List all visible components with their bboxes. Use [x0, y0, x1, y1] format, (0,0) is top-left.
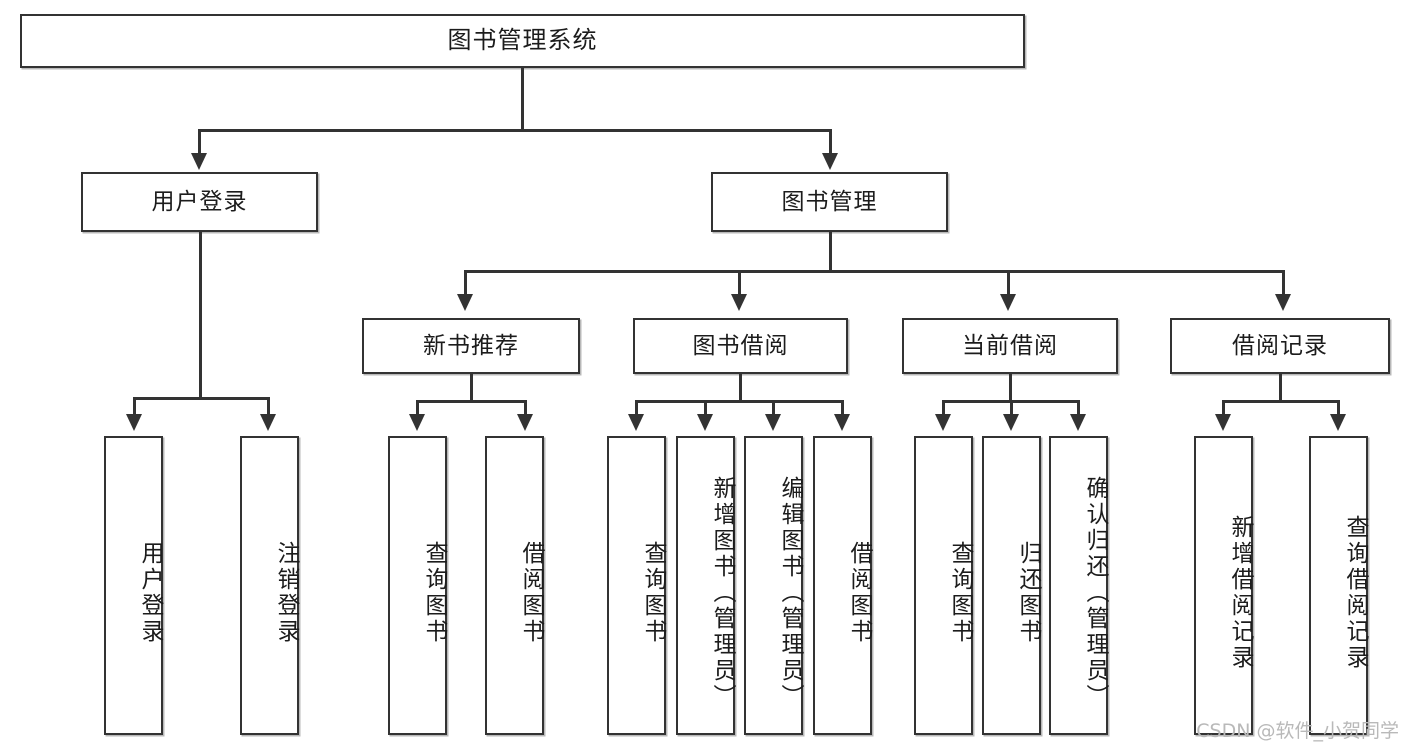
arrowhead-leaf-user-login	[126, 414, 142, 431]
node-book-manage[interactable]: 图书管理	[711, 172, 948, 232]
connector-bm-drop-3	[1007, 270, 1010, 298]
node-leaf-add-record-label: 新增借阅记录	[1227, 514, 1253, 671]
arrowhead-leaf-add-record	[1215, 414, 1231, 431]
node-leaf-confirm-return[interactable]: 确认归还（管理员）	[1049, 436, 1108, 735]
connector-nbr-bus	[416, 400, 526, 403]
node-root[interactable]: 图书管理系统	[20, 14, 1025, 68]
connector-cb-drop-1	[942, 400, 945, 419]
arrowhead-leaf-user-logout	[260, 414, 276, 431]
node-leaf-add-record[interactable]: 新增借阅记录	[1194, 436, 1253, 735]
connector-root-to-book-manage	[829, 129, 832, 159]
connector-bb-stem	[739, 374, 742, 402]
arrowhead-book-manage	[822, 153, 838, 170]
node-leaf-return-book[interactable]: 归还图书	[982, 436, 1041, 735]
node-leaf-edit-book-label: 编辑图书（管理员）	[777, 475, 803, 710]
connector-br-drop-1	[1222, 400, 1225, 419]
connector-bb-bus	[635, 400, 843, 403]
node-borrow-record[interactable]: 借阅记录	[1170, 318, 1390, 374]
connector-root-bus	[198, 129, 832, 132]
connector-bb-drop-3	[772, 400, 775, 419]
node-leaf-query-book-3-label: 查询图书	[947, 540, 973, 645]
node-leaf-query-book-2-label: 查询图书	[640, 540, 666, 645]
connector-bm-drop-2	[738, 270, 741, 298]
connector-cb-drop-3	[1077, 400, 1080, 419]
connector-root-stem	[521, 68, 524, 130]
connector-bb-drop-2	[704, 400, 707, 419]
node-leaf-query-book-1[interactable]: 查询图书	[388, 436, 447, 735]
arrowhead-borrow-record	[1275, 294, 1291, 311]
node-leaf-user-logout[interactable]: 注销登录	[240, 436, 299, 735]
node-leaf-query-book-2[interactable]: 查询图书	[607, 436, 666, 735]
node-leaf-add-book[interactable]: 新增图书（管理员）	[676, 436, 735, 735]
arrowhead-leaf-query-book-3	[935, 414, 951, 431]
node-leaf-query-book-3[interactable]: 查询图书	[914, 436, 973, 735]
node-new-book-rec[interactable]: 新书推荐	[362, 318, 580, 374]
node-borrow-record-label: 借阅记录	[1232, 332, 1328, 359]
arrowhead-leaf-borrow-book-1	[517, 414, 533, 431]
node-leaf-borrow-book-2[interactable]: 借阅图书	[813, 436, 872, 735]
connector-bm-drop-4	[1282, 270, 1285, 298]
arrowhead-leaf-query-record	[1330, 414, 1346, 431]
arrowhead-current-borrow	[1000, 294, 1016, 311]
node-leaf-borrow-book-1-label: 借阅图书	[518, 540, 544, 645]
node-leaf-user-login[interactable]: 用户登录	[104, 436, 163, 735]
connector-root-to-user-login	[198, 129, 201, 159]
connector-br-stem	[1279, 374, 1282, 402]
node-leaf-query-book-1-label: 查询图书	[421, 540, 447, 645]
connector-bm-drop-1	[464, 270, 467, 298]
connector-user-login-bus	[133, 397, 267, 400]
node-new-book-rec-label: 新书推荐	[423, 332, 519, 359]
csdn-watermark: CSDN @软件_小贺同学	[1196, 720, 1399, 742]
node-leaf-user-logout-label: 注销登录	[273, 540, 299, 645]
arrowhead-leaf-edit-book	[765, 414, 781, 431]
connector-br-bus	[1222, 400, 1339, 403]
arrowhead-leaf-add-book	[697, 414, 713, 431]
connector-cb-stem	[1009, 374, 1012, 402]
connector-nbr-stem	[470, 374, 473, 402]
node-current-borrow-label: 当前借阅	[962, 332, 1058, 359]
arrowhead-leaf-return-book	[1003, 414, 1019, 431]
arrowhead-leaf-borrow-book-2	[834, 414, 850, 431]
connector-nbr-drop-1	[416, 400, 419, 419]
node-leaf-return-book-label: 归还图书	[1015, 540, 1041, 645]
connector-cb-drop-2	[1010, 400, 1013, 419]
connector-nbr-drop-2	[524, 400, 527, 419]
arrowhead-leaf-confirm-return	[1070, 414, 1086, 431]
node-leaf-query-record-label: 查询借阅记录	[1342, 514, 1368, 671]
node-user-login-label: 用户登录	[151, 188, 248, 215]
node-book-borrow[interactable]: 图书借阅	[633, 318, 848, 374]
connector-user-login-drop-2	[267, 397, 270, 419]
connector-bb-drop-4	[841, 400, 844, 419]
node-leaf-user-login-label: 用户登录	[137, 540, 163, 645]
node-current-borrow[interactable]: 当前借阅	[902, 318, 1118, 374]
node-book-borrow-label: 图书借阅	[692, 332, 789, 359]
node-user-login[interactable]: 用户登录	[81, 172, 318, 232]
arrowhead-leaf-query-book-2	[628, 414, 644, 431]
connector-user-login-stem	[199, 232, 202, 398]
arrowhead-book-borrow	[731, 294, 747, 311]
connector-br-drop-2	[1337, 400, 1340, 419]
node-leaf-add-book-label: 新增图书（管理员）	[709, 475, 735, 710]
node-root-label: 图书管理系统	[447, 26, 598, 55]
node-leaf-edit-book[interactable]: 编辑图书（管理员）	[744, 436, 803, 735]
connector-book-manage-stem	[829, 232, 832, 272]
arrowhead-new-book-rec	[457, 294, 473, 311]
connector-user-login-drop-1	[133, 397, 136, 419]
node-leaf-borrow-book-1[interactable]: 借阅图书	[485, 436, 544, 735]
arrowhead-user-login	[191, 153, 207, 170]
connector-bb-drop-1	[635, 400, 638, 419]
node-book-manage-label: 图书管理	[781, 188, 878, 215]
arrowhead-leaf-query-book-1	[409, 414, 425, 431]
node-leaf-query-record[interactable]: 查询借阅记录	[1309, 436, 1368, 735]
node-leaf-confirm-return-label: 确认归还（管理员）	[1082, 475, 1108, 710]
connector-book-manage-bus	[464, 270, 1282, 273]
node-leaf-borrow-book-2-label: 借阅图书	[846, 540, 872, 645]
